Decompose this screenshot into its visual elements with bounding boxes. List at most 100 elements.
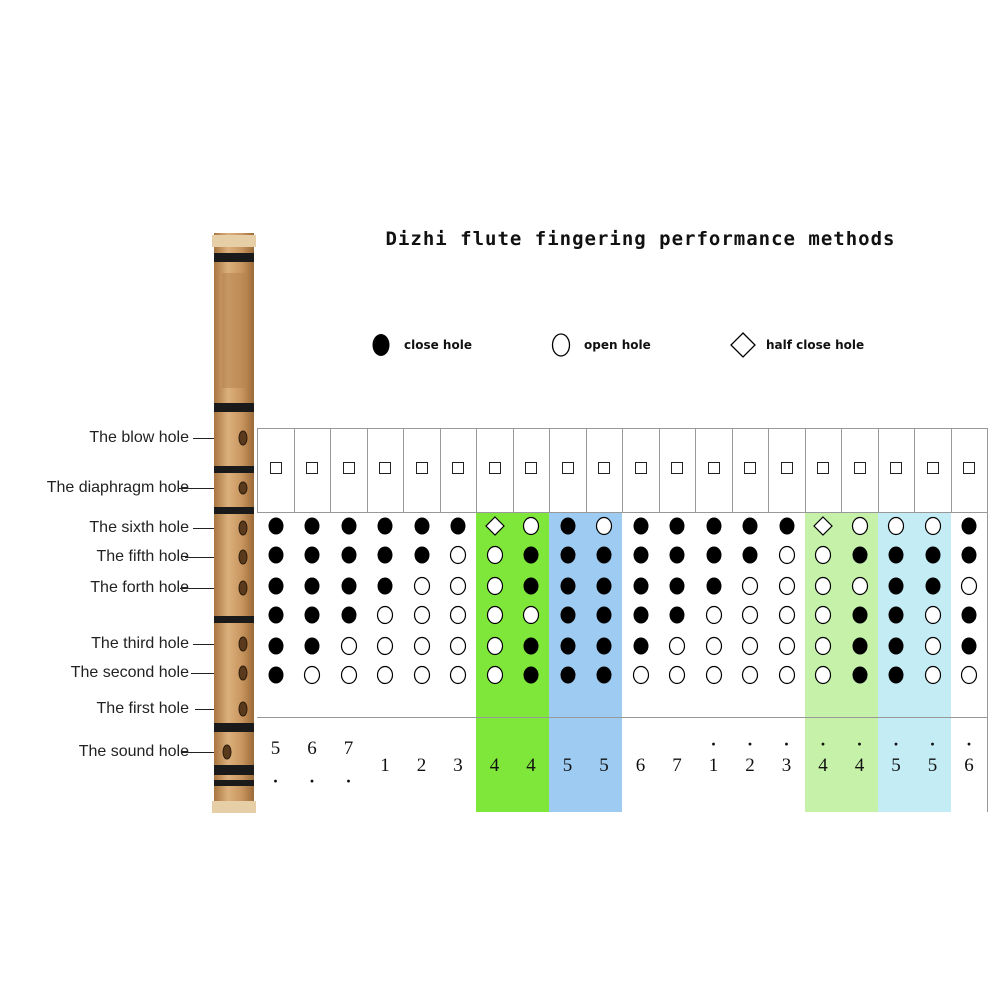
header-square-icon: [598, 462, 610, 474]
legend-label: open hole: [584, 338, 651, 352]
leader-line: [193, 644, 229, 645]
open-hole-icon: [741, 665, 759, 685]
open-hole-icon: [449, 605, 467, 625]
header-square-icon: [452, 462, 464, 474]
open-hole-icon: [814, 605, 832, 625]
octave-dot-above: ·: [856, 734, 863, 754]
closed-hole-icon: [706, 517, 721, 535]
closed-hole-icon: [560, 606, 575, 624]
fingering-column: 2·: [732, 428, 769, 812]
closed-hole-icon: [852, 637, 867, 655]
header-square-icon: [707, 462, 720, 474]
octave-dot-above: ·: [746, 734, 753, 754]
row-divider: [403, 717, 440, 718]
open-hole-icon: [814, 545, 832, 565]
open-hole-icon: [340, 636, 357, 656]
open-hole-icon: [486, 665, 503, 685]
leader-line: [191, 673, 229, 674]
header-square-icon: [488, 462, 501, 474]
closed-hole-icon: [633, 517, 648, 535]
closed-hole-icon: [596, 577, 612, 595]
row-divider: [659, 717, 695, 718]
open-hole-icon: [778, 636, 795, 656]
note-number: 1: [708, 755, 719, 776]
fingering-column: 7: [659, 428, 696, 812]
note-number: 3: [453, 755, 463, 776]
open-hole-icon: [741, 576, 759, 596]
header-square-icon: [853, 462, 866, 474]
closed-hole-icon: [304, 546, 320, 564]
closed-hole-icon: [669, 546, 685, 564]
fingering-column: 4: [513, 428, 550, 812]
closed-hole-icon: [596, 666, 612, 684]
row-divider: [257, 512, 294, 513]
row-divider: [695, 717, 732, 718]
octave-dot-above: ·: [710, 734, 717, 754]
open-hole-icon: [486, 576, 503, 596]
chart-title: Dizhi flute fingering performance method…: [385, 228, 896, 250]
leader-line: [193, 438, 229, 439]
header-square-icon: [342, 462, 355, 474]
octave-dot-below: ·: [272, 771, 279, 791]
half-hole-icon: [728, 330, 758, 360]
closed-hole-icon: [888, 546, 904, 564]
closed-hole-icon: [377, 577, 393, 595]
fingering-column: 5: [586, 428, 623, 812]
row-divider: [914, 717, 951, 718]
header-square-icon: [963, 462, 975, 474]
closed-hole-icon: [669, 517, 685, 535]
closed-hole-icon: [341, 546, 356, 564]
fingering-column: 5: [549, 428, 587, 812]
fingering-column: 7·: [330, 428, 368, 812]
open-hole-icon: [778, 665, 795, 685]
half-hole-icon: [484, 516, 505, 536]
fingering-column: 5·: [878, 428, 915, 812]
open-hole-icon: [924, 516, 941, 536]
legend-half-close-hole: half close hole: [728, 330, 864, 360]
row-divider: [732, 717, 768, 718]
row-divider: [367, 717, 403, 718]
open-hole-icon: [778, 545, 795, 565]
fingering-column: 6·: [294, 428, 331, 812]
closed-hole-icon: [925, 577, 940, 595]
open-hole-icon: [376, 605, 394, 625]
closed-hole-icon: [888, 577, 904, 595]
fingering-column: 3·: [768, 428, 806, 812]
dizi-flute-illustration: [212, 233, 256, 813]
fingering-column: 4·: [805, 428, 842, 812]
closed-hole-icon: [414, 546, 429, 564]
closed-hole-icon: [268, 606, 283, 624]
closed-hole-icon: [560, 577, 575, 595]
closed-hole-icon: [706, 577, 721, 595]
closed-hole-icon: [961, 637, 977, 655]
row-divider: [257, 717, 294, 718]
row-divider: [805, 717, 841, 718]
open-hole-icon: [851, 516, 868, 536]
fingering-column: 3: [440, 428, 477, 812]
note-number: 2: [745, 755, 755, 776]
octave-dot-below: ·: [345, 771, 352, 791]
closed-hole-icon: [742, 546, 758, 564]
closed-hole-icon: [669, 606, 685, 624]
open-hole-icon: [741, 605, 759, 625]
note-number: 6: [635, 755, 646, 776]
legend-label: close hole: [404, 338, 472, 352]
closed-hole-icon: [268, 666, 283, 684]
row-divider: [659, 512, 695, 513]
open-hole-icon: [814, 665, 832, 685]
hole-label-second: The second hole: [70, 664, 189, 681]
row-divider: [951, 512, 987, 513]
octave-dot-above: ·: [965, 734, 972, 754]
closed-hole-icon: [268, 577, 283, 595]
open-hole-icon: [413, 665, 430, 685]
closed-hole-icon: [377, 546, 393, 564]
fingering-column: 6: [622, 428, 660, 812]
hole-label-third: The third hole: [91, 635, 189, 652]
leader-line: [178, 488, 228, 489]
fingering-column: 1·: [695, 428, 733, 812]
note-number: 4: [526, 755, 536, 776]
fingering-column: 6·: [951, 428, 988, 812]
open-hole-icon: [449, 636, 467, 656]
closed-hole-icon: [268, 517, 283, 535]
open-hole-icon: [486, 545, 503, 565]
